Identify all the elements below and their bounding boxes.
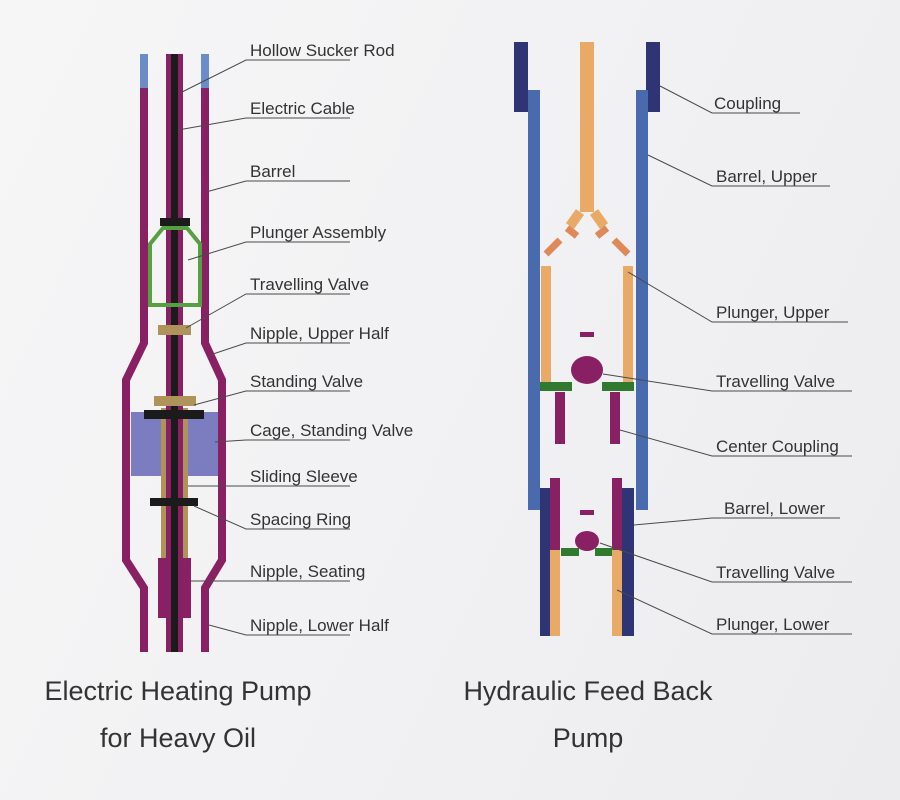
leader-hollow-sucker-rod <box>179 59 350 94</box>
plunger-lower-right <box>612 550 622 636</box>
label-center-coupling: Center Coupling <box>716 437 839 456</box>
label-plunger-upper: Plunger, Upper <box>716 303 830 322</box>
label-travelling-valve-lower: Travelling Valve <box>716 563 835 582</box>
leader-travelling-valve <box>185 293 350 329</box>
leader-barrel-upper <box>647 154 830 187</box>
label-nipple-seating: Nipple, Seating <box>250 562 365 581</box>
left-pump-title-line2: for Heavy Oil <box>100 723 256 753</box>
plunger-assembly <box>148 226 202 307</box>
label-barrel-upper: Barrel, Upper <box>716 167 817 186</box>
leader-travelling-valve-lower <box>599 542 852 583</box>
leader-plunger-upper <box>627 271 848 323</box>
left-pump-title-line1: Electric Heating Pump <box>44 676 311 706</box>
label-spacing-ring: Spacing Ring <box>250 510 351 529</box>
travelling-valve-lower-ball <box>575 531 599 551</box>
upper-valve-seat-right <box>602 382 634 391</box>
leader-coupling <box>659 85 800 114</box>
leader-center-coupling <box>619 429 852 457</box>
right-pump-title-line2: Pump <box>553 723 624 753</box>
center-coupling-left <box>555 392 565 444</box>
standing-valve-bar <box>144 410 204 419</box>
label-nipple-upper-half: Nipple, Upper Half <box>250 324 389 343</box>
tubing-top-left <box>140 54 148 88</box>
leader-barrel <box>205 180 350 193</box>
plunger-upper-top-right <box>594 225 631 257</box>
leader-spacing-ring <box>193 505 350 530</box>
plunger-top-bar <box>160 218 190 226</box>
label-barrel: Barrel <box>250 162 295 181</box>
hydraulic-feed-back-pump-diagram: Coupling Barrel, Upper Plunger, Upper Tr… <box>463 42 852 753</box>
tubing-top-right <box>201 54 209 88</box>
label-cage-standing-valve: Cage, Standing Valve <box>250 421 413 440</box>
lower-plunger-maroon-right <box>612 478 622 550</box>
leader-travelling-valve-upper <box>602 373 852 392</box>
travelling-valve <box>158 325 191 335</box>
lower-valve-seat-right <box>595 548 613 556</box>
center-coupling-right <box>610 392 620 444</box>
label-sliding-sleeve: Sliding Sleeve <box>250 467 358 486</box>
right-pump-title-line1: Hydraulic Feed Back <box>463 676 713 706</box>
upper-valve-dash <box>580 332 594 337</box>
plunger-rod <box>580 42 594 212</box>
electric-cable <box>171 54 178 652</box>
barrel-upper-right <box>636 90 648 510</box>
lower-valve-seat-left <box>561 548 579 556</box>
leader-plunger-lower <box>616 589 852 635</box>
coupling-right <box>646 42 660 112</box>
label-plunger-assembly: Plunger Assembly <box>250 223 387 242</box>
leader-electric-cable <box>177 117 350 131</box>
leader-plunger-assembly <box>187 241 350 261</box>
barrel-lower-left <box>540 488 550 636</box>
label-hollow-sucker-rod: Hollow Sucker Rod <box>250 41 395 60</box>
standing-valve-top <box>154 396 196 406</box>
tubing-wall-right <box>201 88 226 652</box>
travelling-valve-upper-ball <box>571 356 603 384</box>
label-standing-valve: Standing Valve <box>250 372 363 391</box>
plunger-upper <box>541 266 633 390</box>
plunger-funnel <box>565 209 609 229</box>
label-travelling-valve-upper: Travelling Valve <box>716 372 835 391</box>
label-travelling-valve: Travelling Valve <box>250 275 369 294</box>
electric-heating-pump-diagram: Hollow Sucker Rod Electric Cable Barrel … <box>44 41 413 753</box>
lower-valve-dash <box>580 510 594 515</box>
coupling-left <box>514 42 528 112</box>
label-barrel-lower: Barrel, Lower <box>724 499 825 518</box>
spacing-ring <box>150 498 198 506</box>
label-coupling: Coupling <box>714 94 781 113</box>
label-nipple-lower-half: Nipple, Lower Half <box>250 616 389 635</box>
leader-cage-standing-valve <box>214 439 350 443</box>
leader-nipple-lower-half <box>208 624 350 636</box>
leader-nipple-upper-half <box>209 342 350 356</box>
cage-standing-valve-left <box>131 412 161 476</box>
upper-valve-seat-left <box>540 382 572 391</box>
leader-standing-valve <box>193 390 350 406</box>
plunger-upper-top-left <box>543 225 580 257</box>
label-electric-cable: Electric Cable <box>250 99 355 118</box>
label-plunger-lower: Plunger, Lower <box>716 615 830 634</box>
lower-plunger-maroon-left <box>550 478 560 550</box>
tubing-wall-left <box>122 88 148 652</box>
leader-barrel-lower <box>633 517 840 526</box>
cage-standing-valve-right <box>188 412 218 476</box>
plunger-lower-left <box>550 550 560 636</box>
barrel-upper-left <box>528 90 540 510</box>
barrel-lower-right <box>622 488 634 636</box>
